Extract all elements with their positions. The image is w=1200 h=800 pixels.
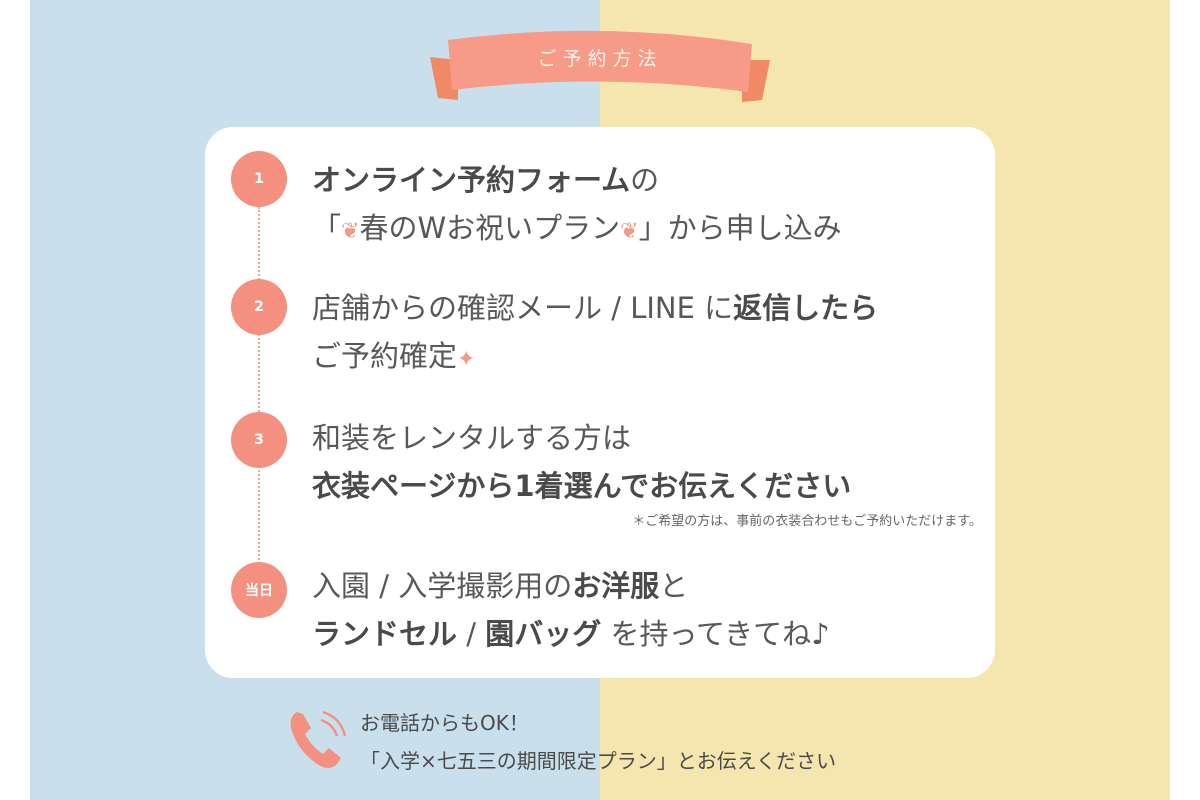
sparkle-icon: ✦ — [457, 347, 476, 372]
step-badge-2: 2 — [231, 279, 287, 335]
steps-card — [205, 127, 995, 678]
step-badge-1: 1 — [231, 151, 287, 207]
step-3-note: ＊ご希望の方は、事前の衣装合わせもご予約いただけます。 — [632, 514, 982, 529]
title-ribbon — [430, 30, 770, 102]
phone-icon — [290, 710, 347, 768]
step-badge-3: 3 — [231, 412, 287, 468]
step-3-text: 和装をレンタルする方は衣装ページから1着選んでお伝えください — [312, 421, 852, 503]
step-4-text: 入園 / 入学撮影用のお洋服とランドセル / 園バッグ を持ってきてね♪ — [312, 569, 830, 651]
step-1-text: オンライン予約フォームの「❦春のWお祝いプラン❦」から申し込み — [312, 163, 842, 245]
footer-line-2: 「入学×七五三の期間限定プラン」とお伝えください — [360, 749, 837, 773]
step-2-text: 店舗からの確認メール / LINE に返信したらご予約確定✦ — [312, 291, 879, 373]
bouquet-icon: ❦ — [620, 219, 639, 244]
bouquet-icon: ❦ — [341, 219, 360, 244]
step-badge-day: 当日 — [231, 562, 287, 618]
title: ご予約方法 — [537, 48, 663, 70]
timeline-dotted-line — [258, 207, 260, 567]
footer-line-1: お電話からもOK！ — [360, 711, 529, 735]
